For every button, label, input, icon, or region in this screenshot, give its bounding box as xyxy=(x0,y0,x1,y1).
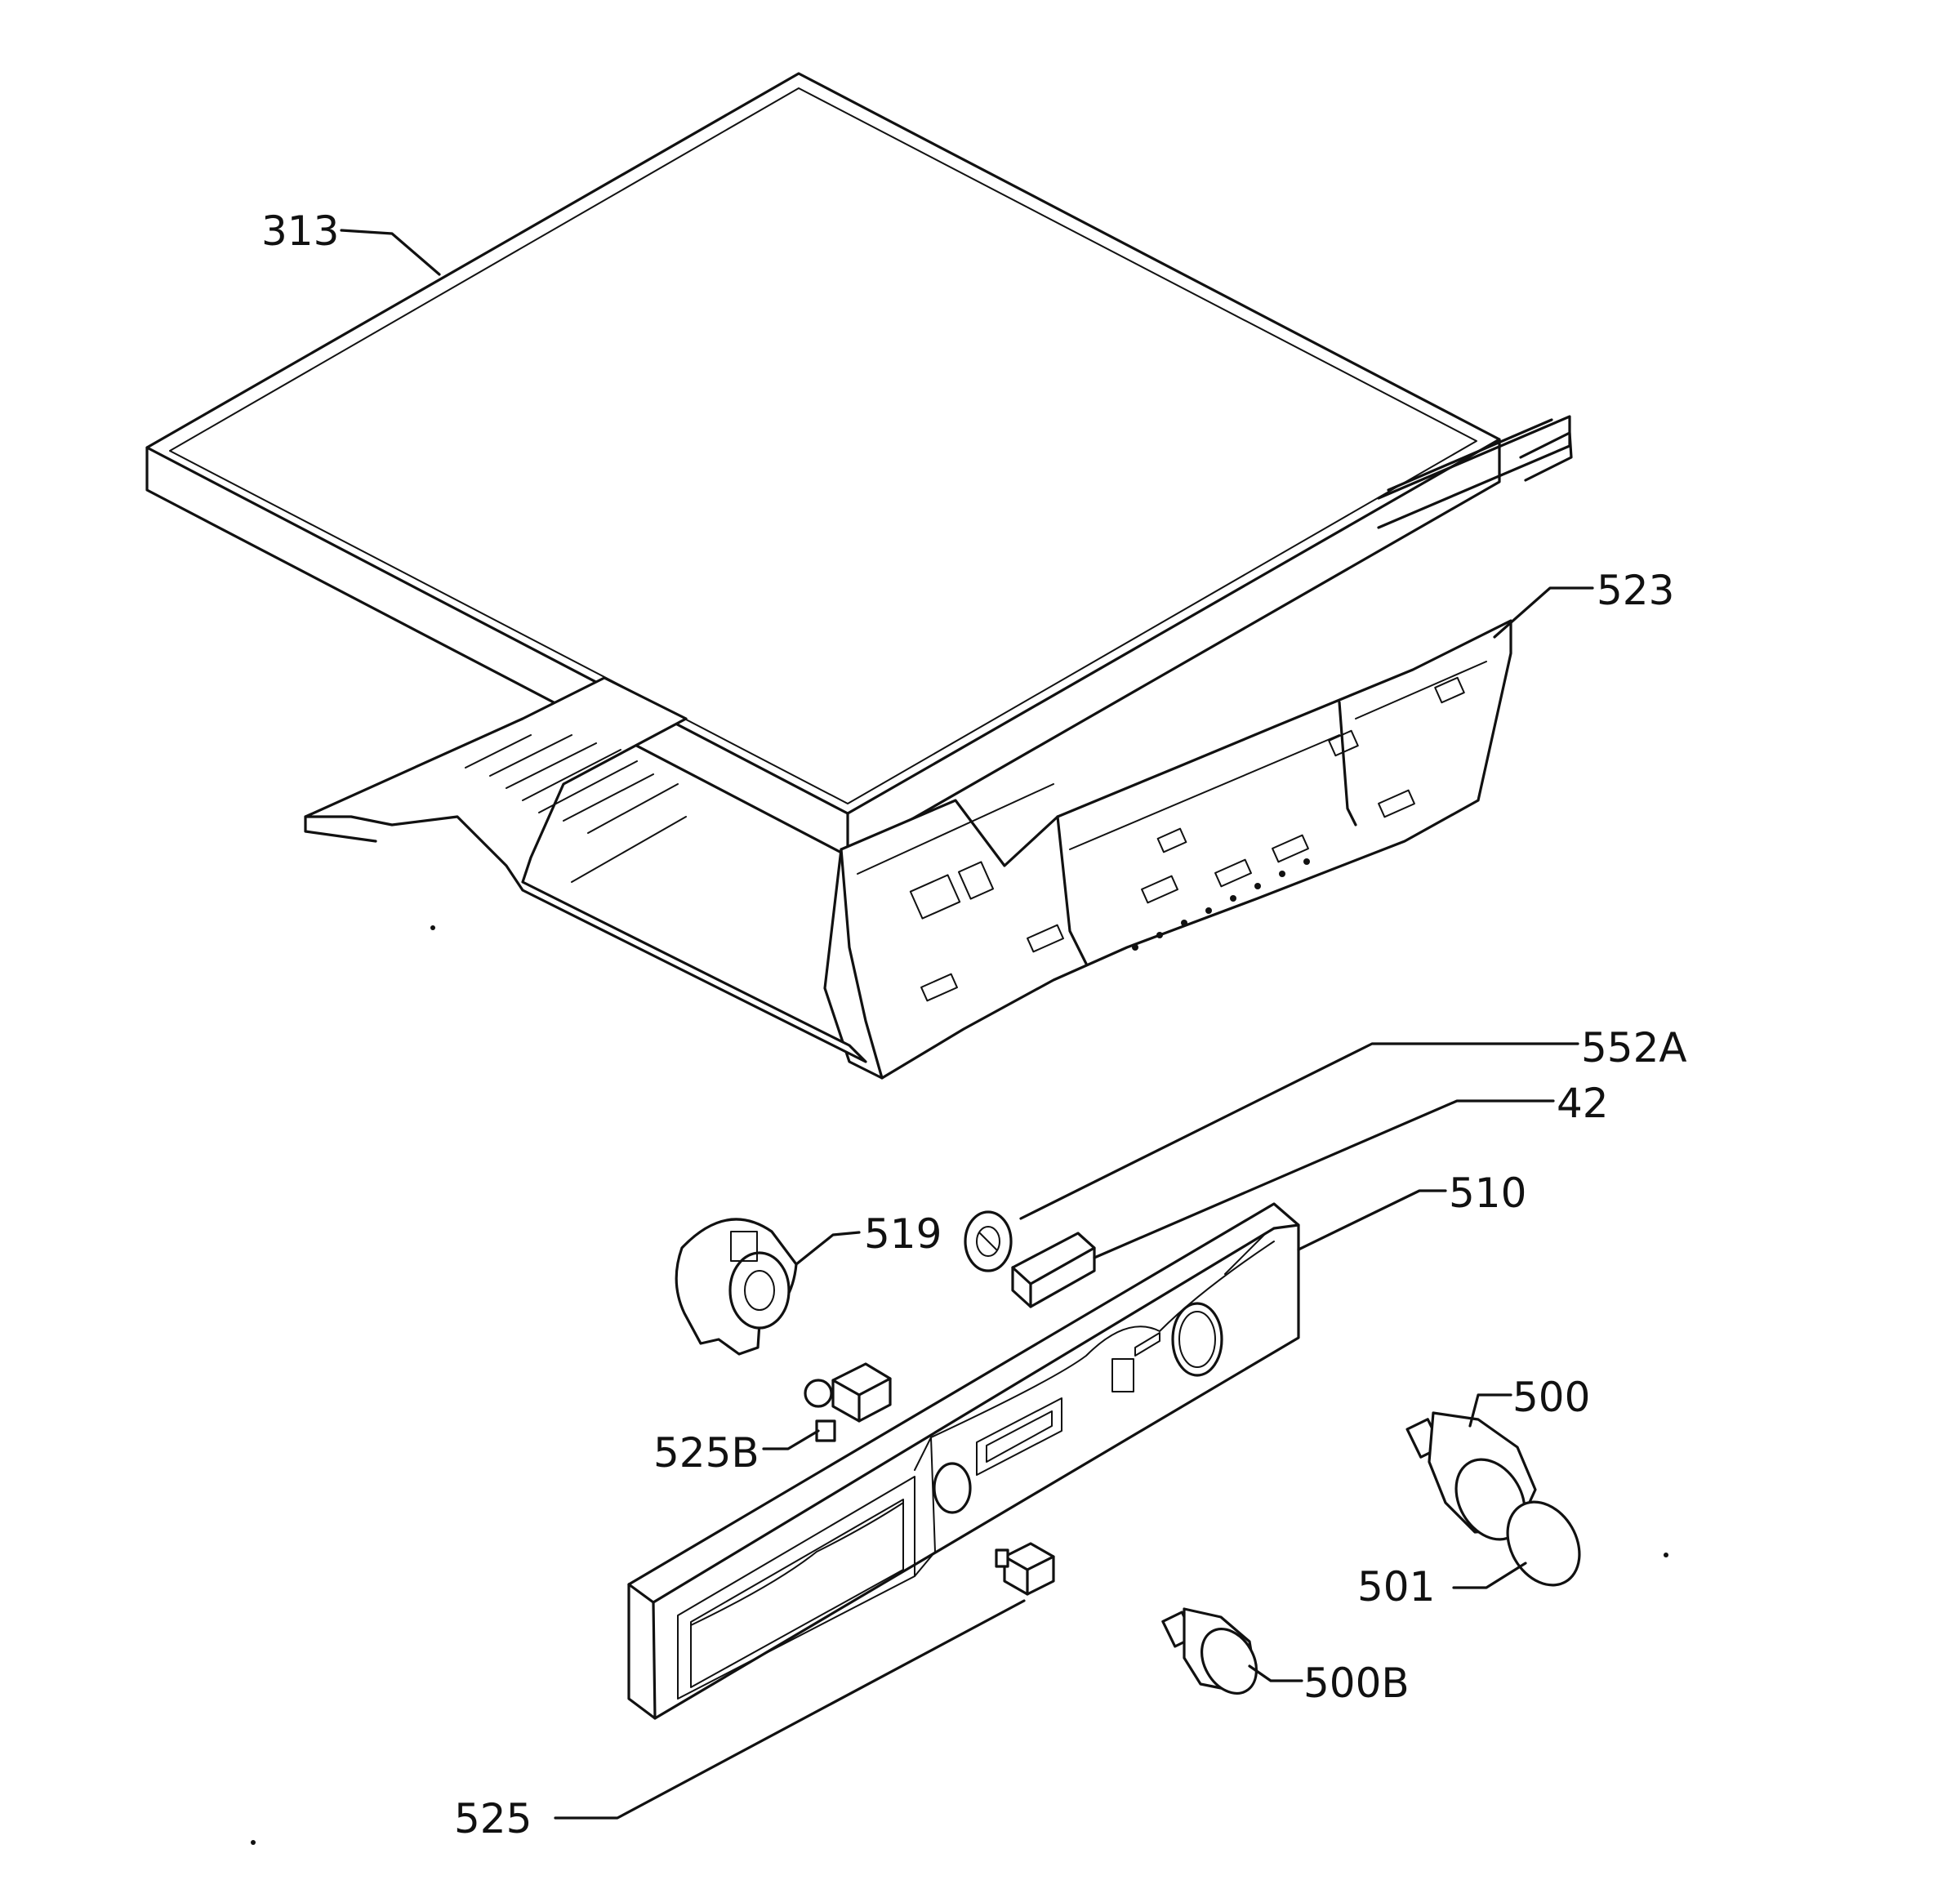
label-501: 501 xyxy=(1357,1563,1435,1611)
part-523-panel-frame xyxy=(304,415,1573,1080)
label-523: 523 xyxy=(1597,567,1674,614)
part-500B-knob xyxy=(1161,1607,1258,1695)
part-519-dial-bezel xyxy=(675,1218,798,1356)
label-510: 510 xyxy=(1449,1170,1526,1217)
part-42-button xyxy=(1011,1232,1096,1308)
part-525B-switch xyxy=(804,1362,892,1442)
label-519: 519 xyxy=(864,1210,942,1258)
part-525-switch xyxy=(995,1542,1055,1596)
label-552A: 552A xyxy=(1581,1024,1687,1072)
label-42: 42 xyxy=(1557,1080,1609,1127)
label-500B: 500B xyxy=(1303,1660,1410,1707)
label-500: 500 xyxy=(1512,1374,1590,1421)
label-525B: 525B xyxy=(653,1429,760,1477)
part-552A-knob-ring xyxy=(964,1210,1013,1272)
label-313: 313 xyxy=(261,207,339,255)
label-525: 525 xyxy=(454,1795,532,1842)
part-500-knob xyxy=(1405,1411,1537,1541)
leader-lines xyxy=(340,229,1594,1820)
part-510-front-panel xyxy=(627,1202,1300,1720)
